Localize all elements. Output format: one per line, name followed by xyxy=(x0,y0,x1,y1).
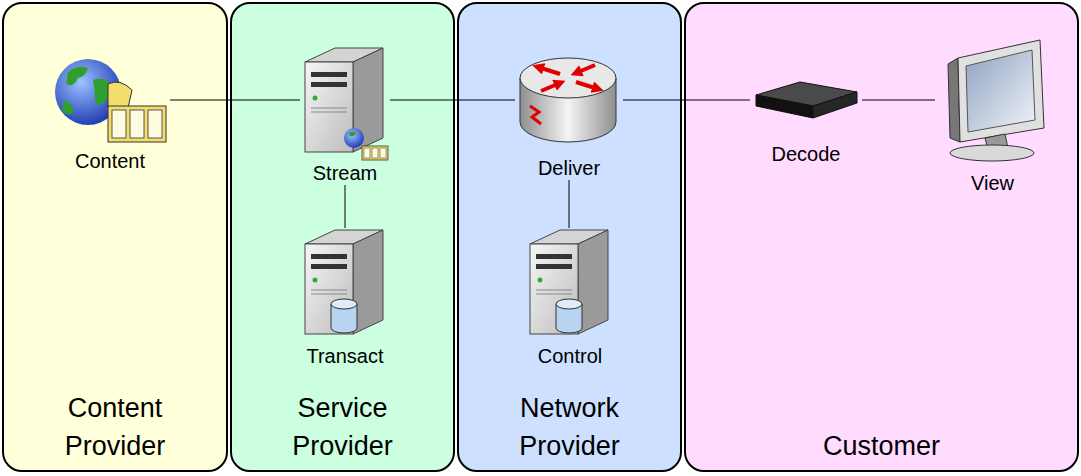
connector-line xyxy=(569,180,570,228)
lane-title: Content Provider xyxy=(30,389,200,465)
connector-line xyxy=(862,100,935,101)
connector-line xyxy=(170,100,300,101)
connector-line xyxy=(345,185,346,228)
lane-title: Customer xyxy=(823,427,940,465)
node-label: Content xyxy=(75,150,145,173)
lane-title: Service Provider xyxy=(258,389,428,465)
node-label: Stream xyxy=(313,162,377,185)
swimlane-band: ContentContent Provider xyxy=(2,2,228,472)
node-label: Decode xyxy=(772,143,841,166)
connector-line xyxy=(390,100,515,101)
control-server xyxy=(530,230,608,334)
node-label: Deliver xyxy=(538,157,600,180)
node-label: Control xyxy=(538,345,602,368)
connector-line xyxy=(623,100,750,101)
transact-server xyxy=(305,230,383,334)
node-label: View xyxy=(971,172,1014,195)
node-label: Transact xyxy=(306,345,383,368)
database-symbol xyxy=(556,299,582,333)
lane-title: Network Provider xyxy=(485,389,655,465)
router-symbol xyxy=(520,58,616,142)
stream-server xyxy=(305,48,383,152)
database-symbol xyxy=(331,299,357,333)
